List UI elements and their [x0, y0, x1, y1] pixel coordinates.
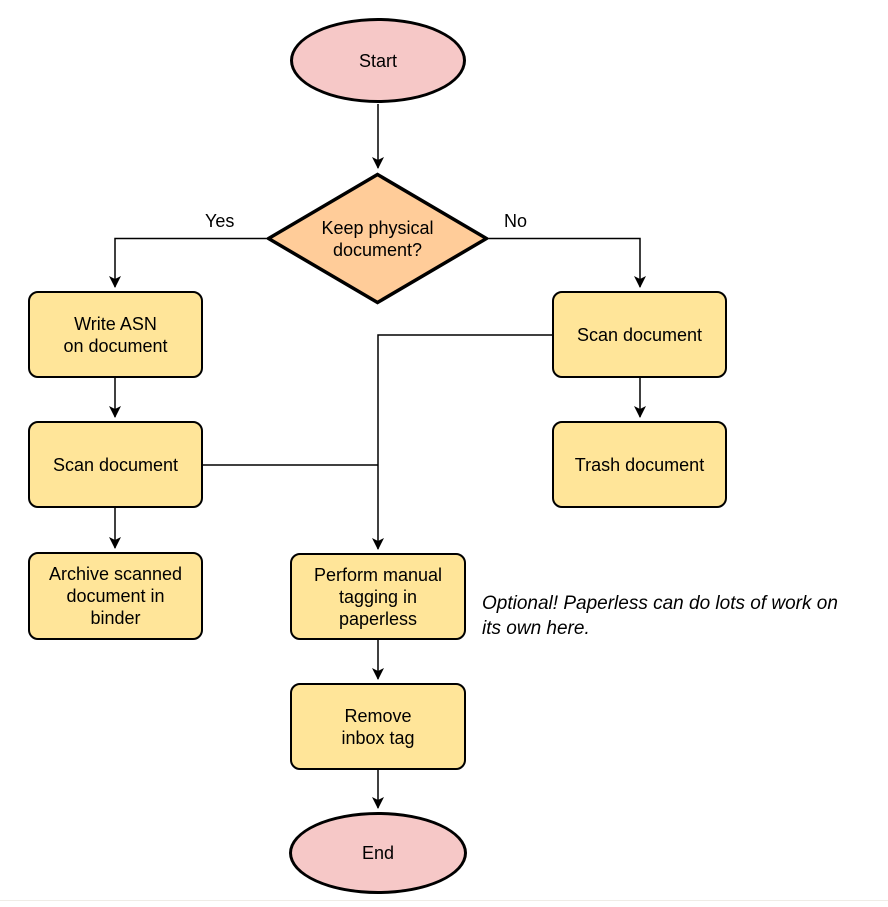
archive-node: Archive scanned document in binder [28, 552, 203, 640]
edge-decision-no-to-scan-right [489, 237, 646, 288]
scan-document-left-node: Scan document [28, 421, 203, 508]
edge-decision-yes-to-write-asn [109, 237, 266, 288]
start-node: Start [290, 18, 466, 103]
trash-document-node-label: Trash document [574, 454, 705, 475]
optional-annotation: Optional! Paperless can do lots of work … [482, 593, 838, 639]
remove-inbox-tag-node-label: Remove inbox tag [341, 705, 415, 748]
manual-tagging-node-label: Perform manual tagging in paperless [313, 564, 443, 629]
trash-document-node: Trash document [552, 421, 727, 508]
page-bottom-divider [0, 900, 888, 901]
decision-node: Keep physical document? [266, 172, 489, 305]
decision-diamond-shape [266, 172, 489, 305]
decision-node-label: Keep physical document? [321, 217, 434, 260]
scan-document-right-node: Scan document [552, 291, 727, 378]
remove-inbox-tag-node: Remove inbox tag [290, 683, 466, 770]
end-node: End [289, 812, 467, 894]
write-asn-node: Write ASN on document [28, 291, 203, 378]
scan-document-left-node-label: Scan document [52, 454, 179, 475]
edge-label-yes: Yes [205, 211, 235, 231]
end-node-label: End [361, 843, 395, 863]
manual-tagging-node: Perform manual tagging in paperless [290, 553, 466, 640]
edge-label-no: No [504, 211, 528, 231]
start-node-label: Start [358, 50, 397, 71]
edge-scan-right-to-tagging [372, 334, 552, 550]
scan-document-right-node-label: Scan document [576, 324, 703, 345]
archive-node-label: Archive scanned document in binder [48, 564, 183, 628]
write-asn-node-label: Write ASN on document [63, 313, 168, 356]
